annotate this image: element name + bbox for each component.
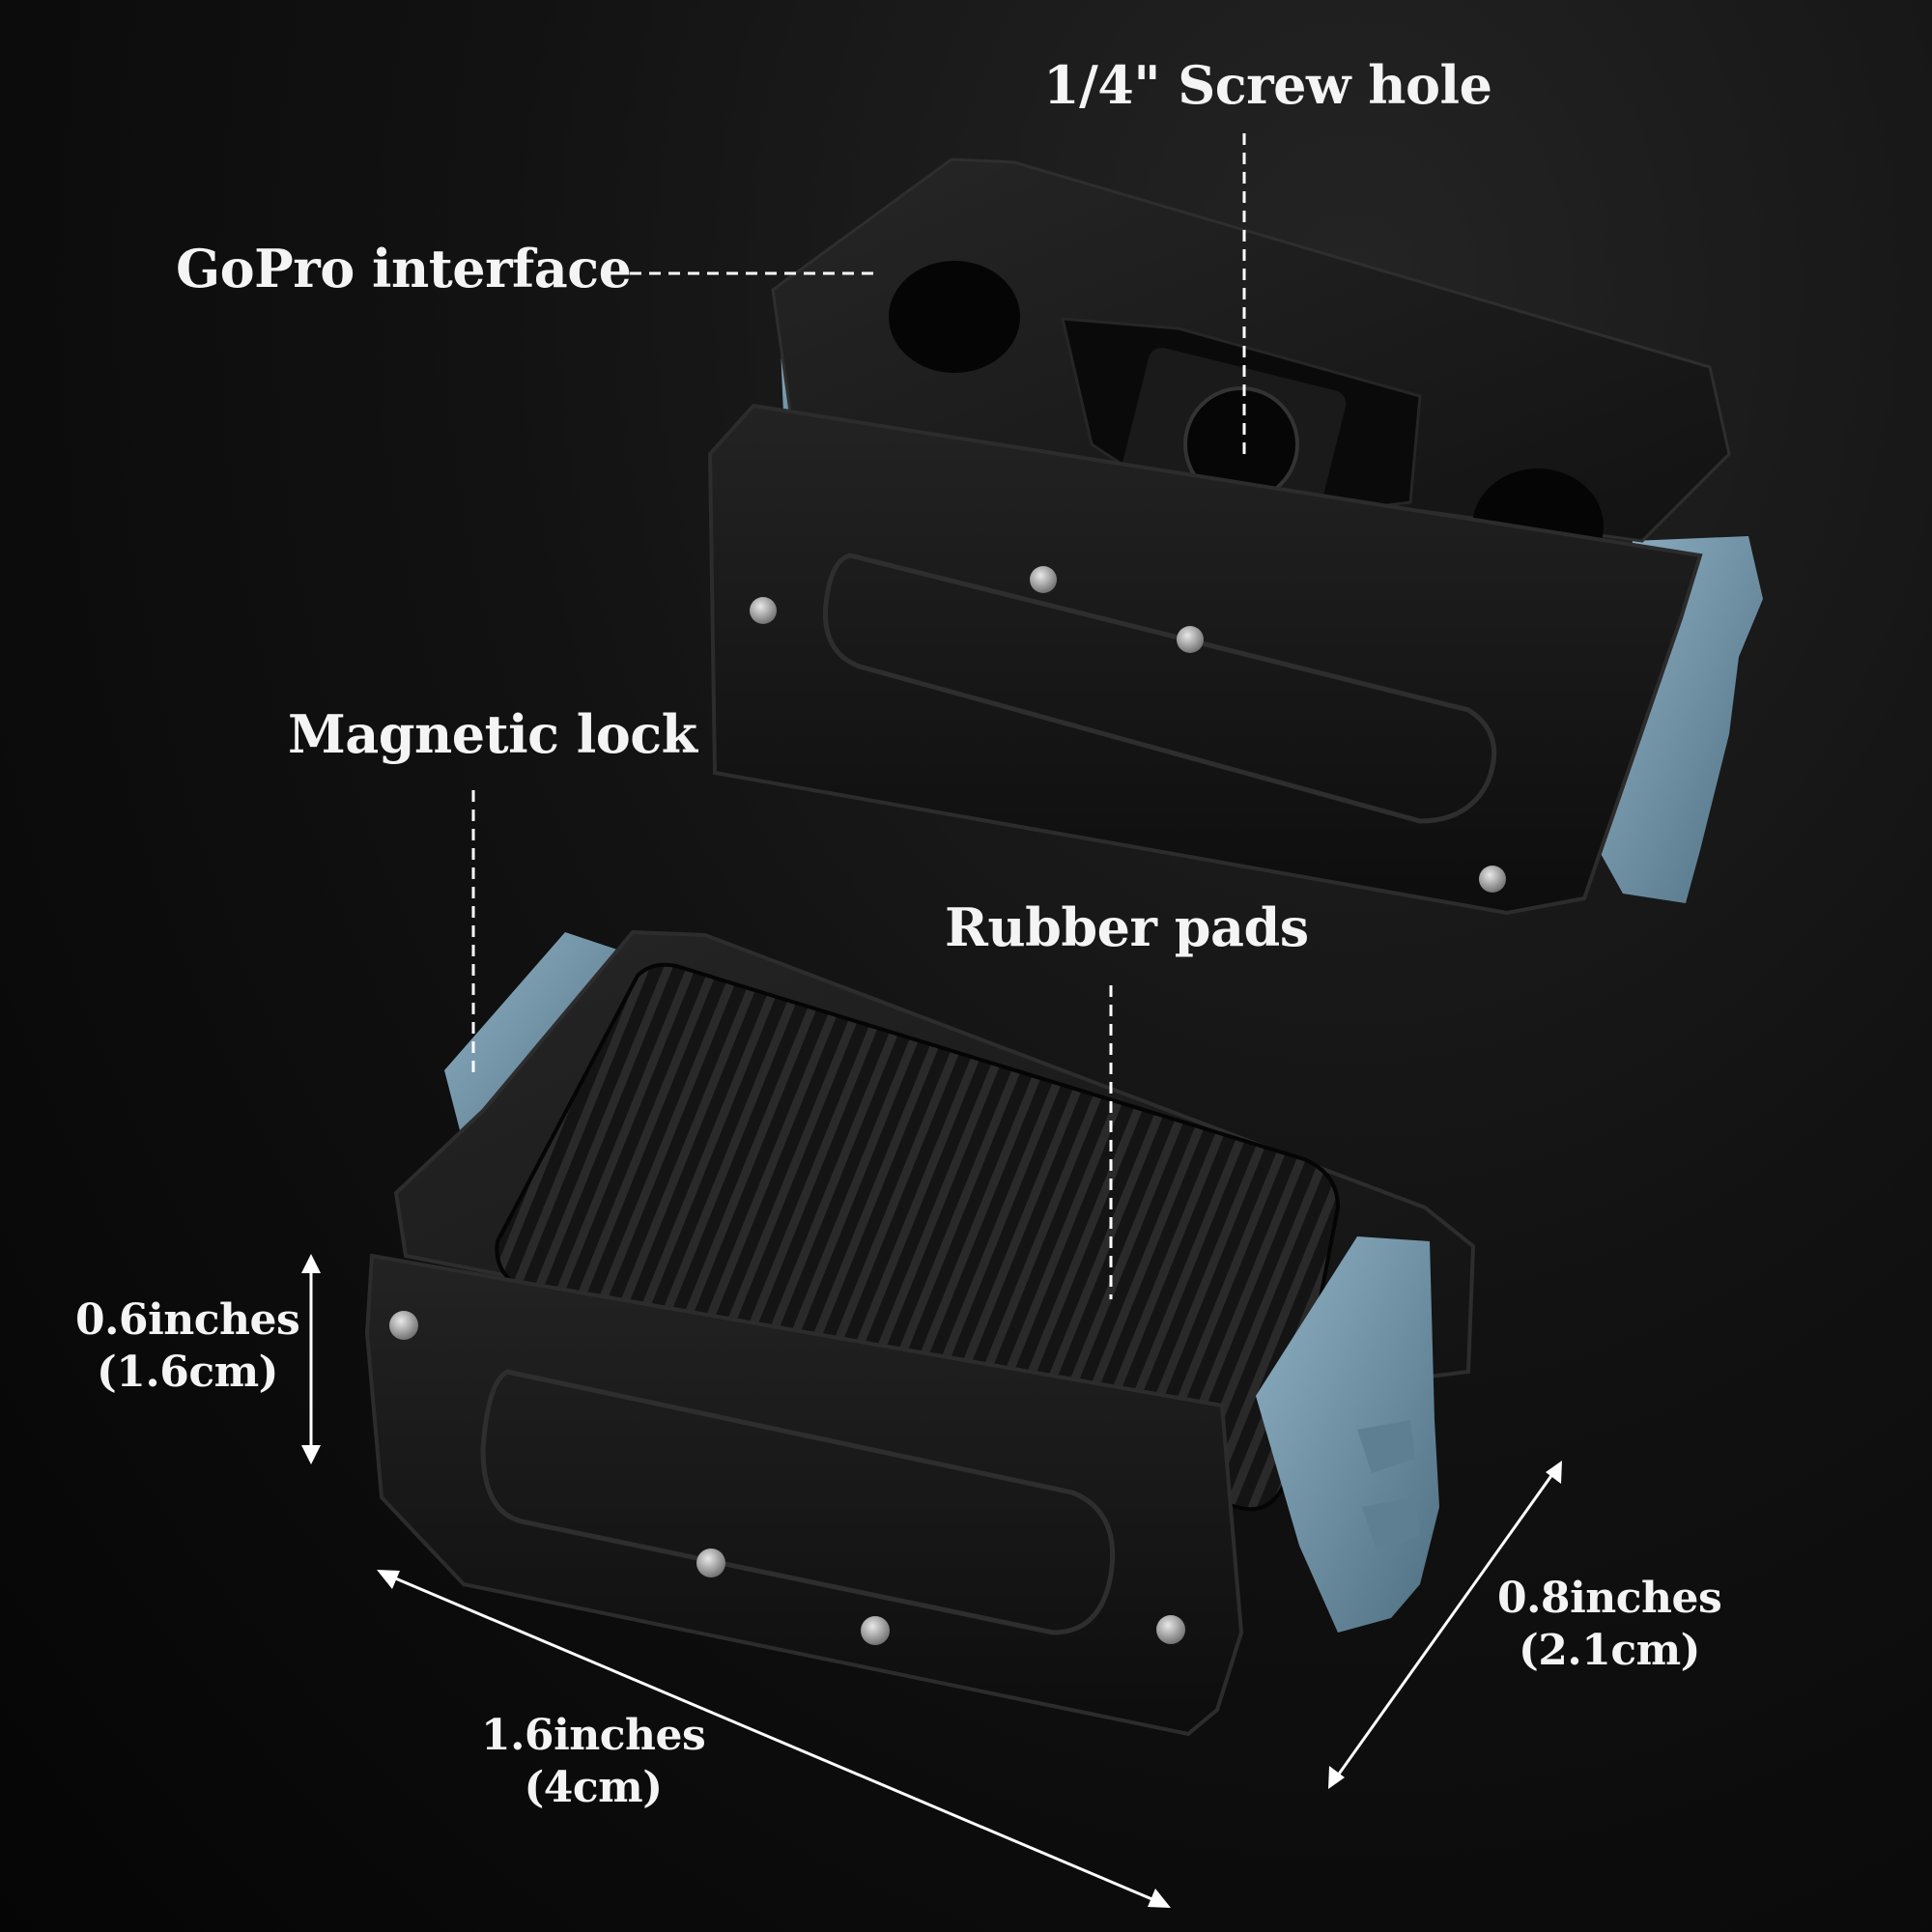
length-metric: (4cm) [524, 1763, 663, 1812]
width-dimension-label: 0.8inches (2.1cm) [1497, 1573, 1722, 1677]
bottom-mount-screw [696, 1548, 725, 1577]
screw-hole-label: 1/4" Screw hole [1043, 54, 1492, 116]
bottom-mount-front-face [364, 1253, 1244, 1737]
bottom-mount-front-groove [480, 1369, 1116, 1635]
bottom-mount-screw [861, 1616, 890, 1645]
top-mount-screw [750, 597, 777, 624]
width-unit: inches [1570, 1574, 1722, 1623]
gopro-interface-label: GoPro interface [176, 238, 632, 299]
top-mount-front-face [707, 403, 1703, 916]
length-arrow [377, 1570, 1171, 1908]
callout-leaders [471, 133, 1246, 1299]
magnetic-lock-label: Magnetic lock [288, 703, 697, 765]
height-metric: (1.6cm) [96, 1348, 279, 1397]
rubber-pads-label: Rubber pads [945, 896, 1309, 958]
length-value: 1.6 [481, 1711, 554, 1760]
width-value: 0.8 [1497, 1574, 1571, 1623]
magnetic-lock-right-teeth [1357, 1420, 1420, 1550]
width-metric: (2.1cm) [1518, 1626, 1701, 1675]
gopro-hole-left [889, 261, 1020, 373]
top-mount [707, 157, 1763, 916]
top-mount-front-groove [822, 553, 1497, 824]
top-mount-screw [1030, 566, 1057, 593]
length-unit: inches [554, 1711, 706, 1760]
height-unit: inches [148, 1295, 300, 1345]
bottom-mount-screw [1156, 1615, 1185, 1644]
dimension-arrows [301, 1254, 1562, 1908]
bottom-mount [364, 929, 1476, 1737]
top-mount-screw [1177, 626, 1204, 653]
height-value: 0.6 [75, 1295, 149, 1345]
height-dimension-label: 0.6inches (1.6cm) [75, 1294, 300, 1399]
height-arrow [301, 1254, 321, 1464]
length-dimension-label: 1.6inches (4cm) [481, 1710, 706, 1814]
bottom-mount-screw [389, 1311, 418, 1340]
width-arrow [1328, 1461, 1562, 1789]
top-mount-screw [1479, 866, 1506, 893]
